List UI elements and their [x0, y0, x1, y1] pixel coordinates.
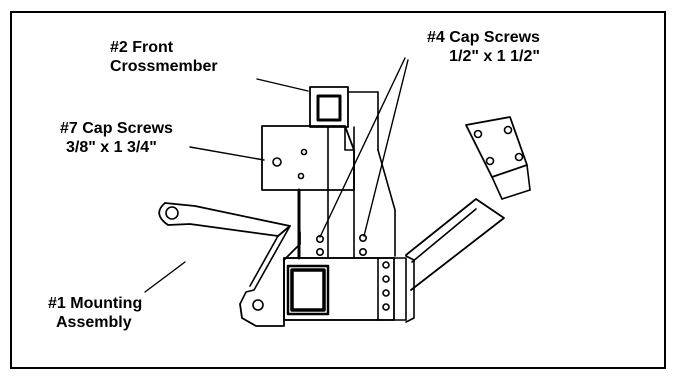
mounting-box: [239, 231, 415, 327]
cap-screw-heads: [315, 234, 367, 257]
left-arm: [158, 202, 291, 305]
right-arm: [405, 116, 531, 291]
front-crossmember-label: #2 Front Crossmember: [110, 39, 218, 75]
cap-screws-7-label: #7 Cap Screws 3/8" x 1 3/4": [60, 120, 173, 156]
leader-lines: [144, 57, 409, 293]
front-crossmember: [309, 86, 396, 259]
mounting-assembly-label: #1 Mounting Assembly: [48, 295, 143, 331]
cap-screws-7-plate: [261, 125, 355, 260]
cap-screws-4-label: #4 Cap Screws 1/2" x 1 1/2": [427, 29, 540, 65]
